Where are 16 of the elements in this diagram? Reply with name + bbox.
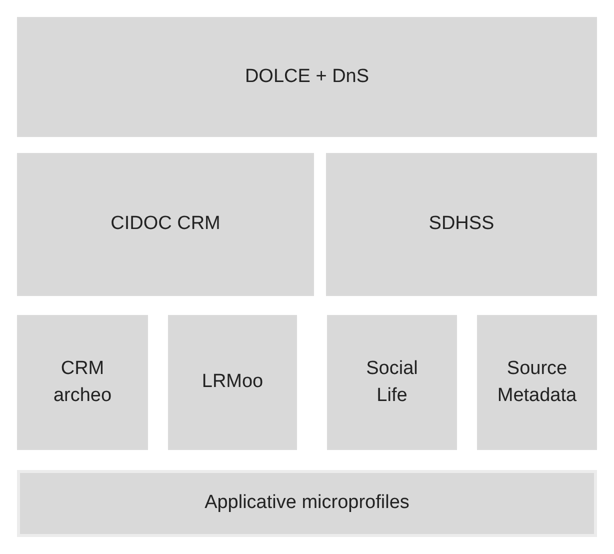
layer-box (17, 470, 597, 537)
layer-label: Social Life (365, 356, 419, 408)
layer-label: DOLCE + DnS (244, 64, 370, 89)
layer-label: SDHSS (428, 212, 494, 236)
layer-box (326, 153, 597, 296)
layer-box (168, 315, 297, 450)
layer-box (17, 153, 314, 296)
layer-label: Applicative microprofiles (204, 491, 410, 516)
layer-box (17, 17, 597, 137)
layer-label: LRMoo (202, 370, 264, 394)
layer-label: CRM archeo (52, 356, 113, 408)
layer-box (477, 315, 597, 450)
layer-label: Source Metadata (496, 356, 578, 408)
layer-label: CIDOC CRM (110, 212, 220, 236)
layer-box (327, 315, 457, 450)
layer-box (17, 315, 148, 450)
